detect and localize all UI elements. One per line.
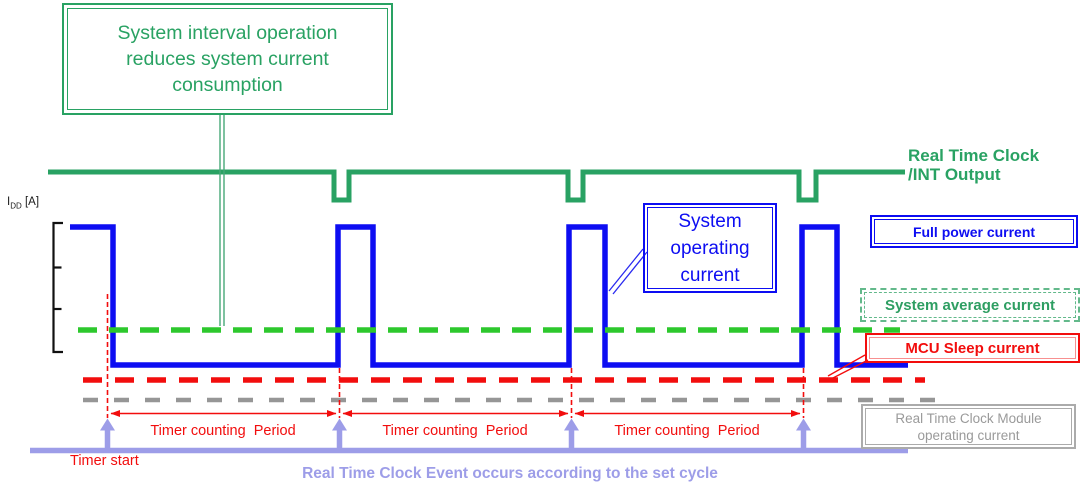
axis-unit: [A] [24,196,40,208]
rtc-int-output-line [48,169,905,203]
full-power-legend-box: Full power current [870,215,1078,248]
rtc-output-line: /INT Output [908,165,1001,184]
current-axis-bracket [52,221,63,354]
timer-period-label-3: Timer counting Period [614,423,760,439]
full-power-label: Full power current [912,223,1036,240]
system-average-legend-box: System average current [860,288,1080,322]
rtc-output-line: Real Time Clock [908,146,1040,165]
mcu-sleep-legend-box: MCU Sleep current [865,333,1080,363]
system-operating-leader-line [608,248,648,295]
timer-period-label-2: Timer counting Period [382,423,528,439]
system-operating-callout: System operating current [643,203,777,293]
period-boundary-markers [106,294,805,418]
timer-period-label-1: Timer counting Period [150,423,296,439]
callout-line: consumption [172,74,283,96]
axis-quantity: I [7,196,11,208]
system-average-label: System average current [884,296,1056,314]
rtc-event-caption: Real Time Clock Event occurs according t… [302,465,718,482]
timer-start-label: Timer start [70,453,139,469]
rtc-int-output-label: Real Time Clock /INT Output [908,146,1078,184]
callout-line: System interval operation [117,22,338,44]
rtc-module-line: Real Time Clock Module [895,410,1042,426]
mcu-sleep-label: MCU Sleep current [905,339,1040,357]
system-operating-line: operating [670,237,750,259]
system-operating-line: current [680,264,740,286]
current-axis-label: IDD [A] [7,196,39,210]
interval-operation-callout: System interval operation reduces system… [62,3,393,115]
axis-subscript: DD [10,201,22,211]
system-current-waveform [70,224,908,368]
rtc-event-arrow-icons [100,418,811,449]
rtc-module-line: operating current [917,427,1020,443]
system-operating-line: System [678,210,742,232]
callout-leader-line [219,115,225,326]
callout-line: reduces system current [126,48,329,70]
rtc-module-legend-box: Real Time Clock Module operating current [861,404,1076,449]
mcu-sleep-leader-line [827,354,869,380]
